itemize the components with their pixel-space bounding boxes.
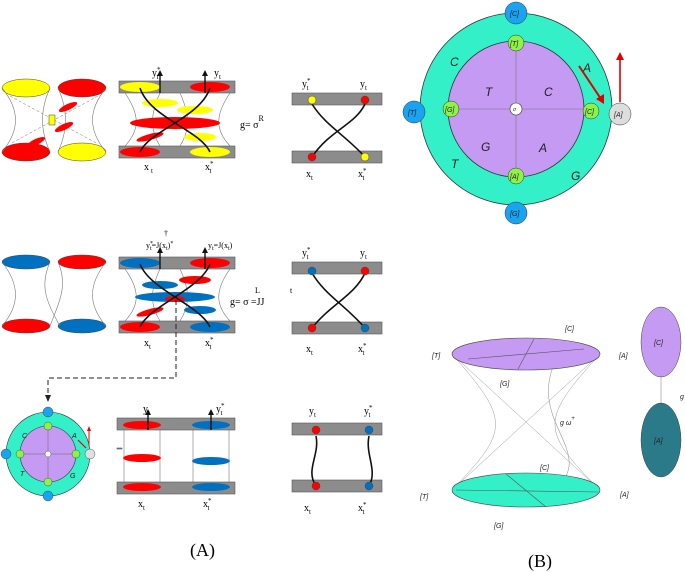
row2-xt-label: xt: [144, 338, 151, 351]
side-top-label: [C]: [653, 340, 664, 347]
cone-diagram: [C] [T] [A] [G] [C] [T] [A] [G] g ω+: [419, 326, 630, 530]
row1-xtstar-label: x*t: [205, 160, 214, 175]
inner-letter-C: C: [544, 85, 553, 99]
row2-schematic: y*t yt xt x*t: [291, 246, 383, 357]
cone-bot-C: [C]: [539, 465, 550, 472]
outer-letter-G: G: [571, 169, 580, 183]
side-bottom-label: [A]: [653, 438, 664, 445]
outer-letter-C: C: [450, 55, 459, 69]
wheel-center: σ: [513, 107, 517, 113]
row3-schematic: yt y*t xt x*t: [291, 404, 383, 516]
inner-letter-T: T: [485, 85, 494, 99]
row3-xtstar: x*t: [203, 497, 212, 512]
row3-xt: xt: [138, 499, 145, 512]
cone-top-A: [A]: [618, 353, 629, 360]
inner-letter-A: A: [538, 141, 547, 155]
node-inner-G: [G]: [444, 107, 455, 114]
row1-s-xt: xt: [306, 169, 313, 182]
row2-ytstar-eq: y*t=J(xt)*: [146, 241, 173, 252]
cone-top-G: [G]: [499, 381, 510, 388]
sw-T: T: [20, 471, 25, 478]
row2-g-label: g= σ =JJ: [230, 297, 265, 308]
row1-hourglass: [1, 78, 107, 162]
cone-bot-T: [T]: [419, 494, 429, 501]
row3-s-yt: yt: [309, 406, 316, 419]
node-outer-A: [A]: [613, 112, 624, 119]
row2-s-xt: xt: [306, 344, 313, 357]
cone-top-C: [C]: [564, 326, 575, 333]
outer-letter-T: T: [451, 157, 460, 171]
panel-label-b: (B): [528, 551, 552, 572]
row2-g-sup2: t: [290, 286, 293, 295]
node-inner-C: [C]: [584, 109, 595, 116]
row3-s-xtstar: x*t: [358, 501, 367, 516]
inner-letter-G: G: [481, 140, 490, 154]
sw-G: G: [70, 473, 76, 480]
row1-ytstar-label: y*t: [152, 66, 161, 81]
node-outer-G: [G]: [509, 211, 520, 218]
row3-s-xt: xt: [304, 503, 311, 516]
row1-s-xtstar: x*t: [358, 167, 367, 182]
row3-strands: yt y*t xt x*t: [116, 402, 236, 512]
row2-s-yt: yt: [360, 248, 367, 261]
row2-hourglass: [1, 254, 107, 334]
small-wheel: C A T G: [0, 406, 96, 502]
row2-strands: y*t=J(xt)* † yt=J(xt) xt x*t g= σ =JJ L …: [118, 229, 293, 351]
row1-schematic: y*t yt xt x*t: [291, 77, 383, 182]
row2-xtstar-label: x*t: [205, 336, 214, 351]
big-wheel: σ [T] [G] [C] [A] [C] [T] [G] [A] C A T …: [402, 1, 632, 225]
cone-top-T: [T]: [431, 353, 441, 360]
node-inner-T: [T]: [509, 41, 519, 48]
row3-yt: yt: [143, 404, 150, 417]
node-outer-C: [C]: [509, 11, 520, 18]
row2-yt-eq: yt=J(xt): [208, 241, 233, 252]
row2-s-ytstar: y*t: [302, 246, 311, 261]
row1-s-yt: yt: [360, 79, 367, 92]
row2-s-xtstar: x*t: [358, 342, 367, 357]
cone-bot-G: [G]: [493, 523, 504, 530]
cone-omega: g ω+: [560, 416, 575, 427]
outer-letter-A: A: [582, 61, 591, 75]
row3-ytstar: y*t: [216, 402, 225, 417]
panel-label-a: (A): [190, 540, 215, 561]
row3-s-ytstar: y*t: [364, 404, 373, 419]
row1-g-label: g= σR: [240, 114, 265, 131]
sw-C: C: [22, 433, 28, 440]
node-outer-T: [T]: [407, 110, 417, 117]
row2-g-sup: L: [255, 286, 260, 295]
cone-bot-A: [A]: [619, 492, 630, 499]
row2-dagger: †: [164, 229, 168, 238]
sw-A: A: [71, 433, 77, 440]
node-inner-A: [A]: [509, 174, 520, 181]
dashed-connector: [47, 300, 177, 398]
side-g-label: g: [680, 394, 684, 401]
row1-s-ytstar: y*t: [302, 77, 311, 92]
side-ellipses: [C] [A] g: [640, 306, 684, 478]
row1-yt-label: yt: [214, 68, 221, 81]
